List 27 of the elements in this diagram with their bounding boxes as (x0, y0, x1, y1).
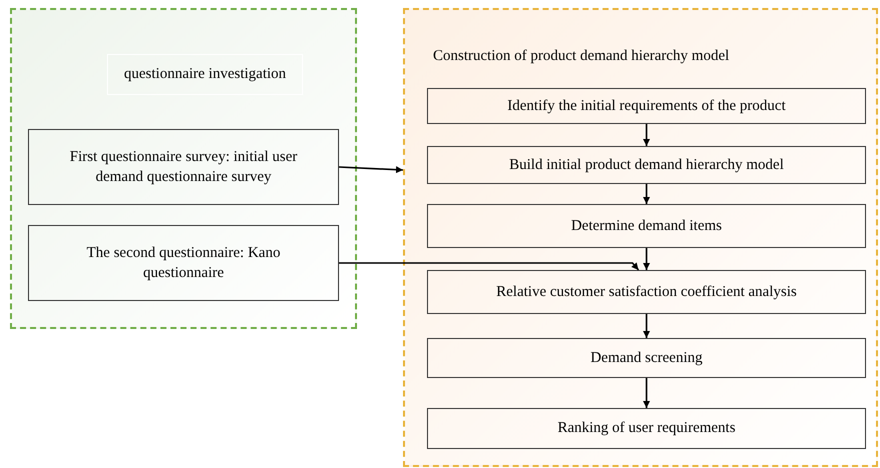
process-box (427, 270, 866, 314)
process-text: First questionnaire survey: initial user demand questionnaire survey (68, 148, 298, 187)
arrow (339, 262, 640, 271)
group-heading: questionnaire investigation (107, 54, 304, 95)
arrow (643, 184, 650, 204)
arrow (643, 248, 650, 270)
group-heading: Construction of product demand hierarchy model (433, 47, 730, 66)
process-text: Relative customer satisfaction coefficient analysis (496, 282, 797, 302)
arrow (643, 314, 650, 338)
process-text: The second questionnaire: Kano questionnaire (86, 244, 282, 283)
process-box (427, 88, 866, 124)
group-panel (403, 8, 878, 467)
group-panel (10, 8, 357, 329)
process-box (28, 225, 339, 301)
process-box (427, 338, 866, 378)
process-box (427, 408, 866, 449)
process-text: Determine demand items (571, 216, 722, 236)
process-text: Identify the initial requirements of the product (507, 96, 786, 116)
process-text: Ranking of user requirements (558, 419, 736, 438)
arrow (643, 124, 650, 146)
process-text: Demand screening (590, 348, 703, 368)
arrow (338, 166, 404, 174)
process-box (427, 146, 866, 184)
process-text: Build initial product demand hierarchy model (509, 156, 784, 175)
process-box (28, 129, 339, 205)
process-box (427, 204, 866, 248)
arrow (643, 378, 650, 408)
